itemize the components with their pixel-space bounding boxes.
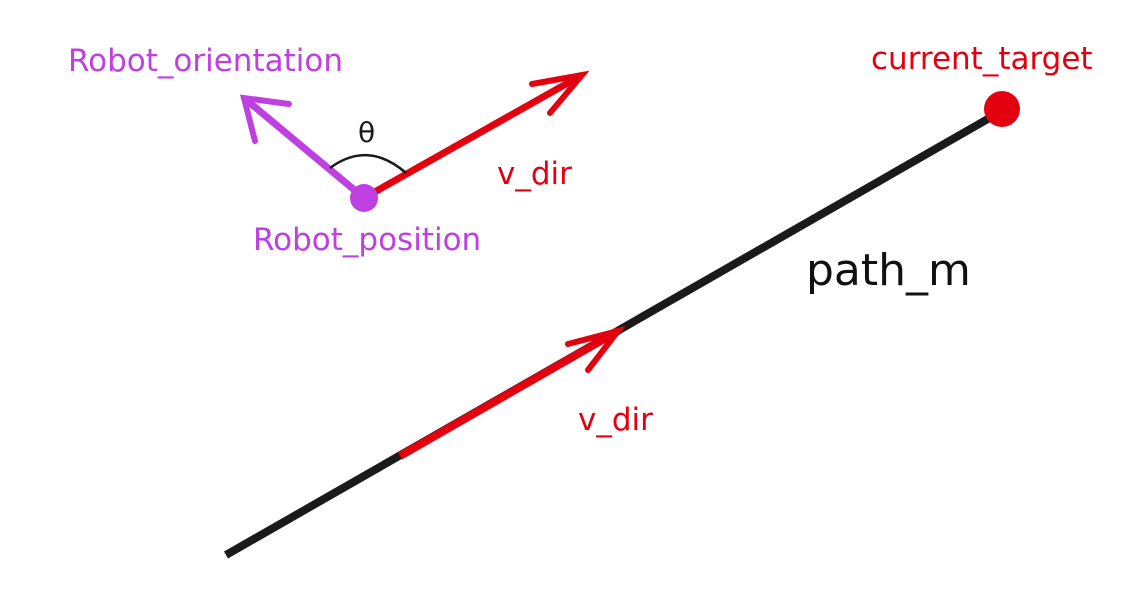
robot-position-label: Robot_position [253, 222, 481, 258]
theta-label: θ [358, 116, 375, 149]
v-dir-robot-arrowhead [529, 70, 590, 116]
v-dir-path-arrowhead [565, 325, 626, 373]
robot-orientation-arrowhead [239, 94, 292, 144]
current-target-label: current_target [871, 41, 1093, 77]
v-dir-path-label: v_dir [578, 402, 653, 438]
path-m-label: path_m [806, 245, 971, 296]
v-dir-robot-label: v_dir [497, 156, 572, 192]
v-dir-robot-vector [362, 71, 584, 202]
robot-position-dot [350, 184, 378, 212]
v-dir-path-segment [398, 327, 620, 460]
robot-orientation-label: Robot_orientation [68, 43, 343, 79]
robot-orientation-vector [241, 95, 367, 201]
theta-angle-arc [329, 154, 407, 174]
current-target-dot [984, 91, 1020, 127]
